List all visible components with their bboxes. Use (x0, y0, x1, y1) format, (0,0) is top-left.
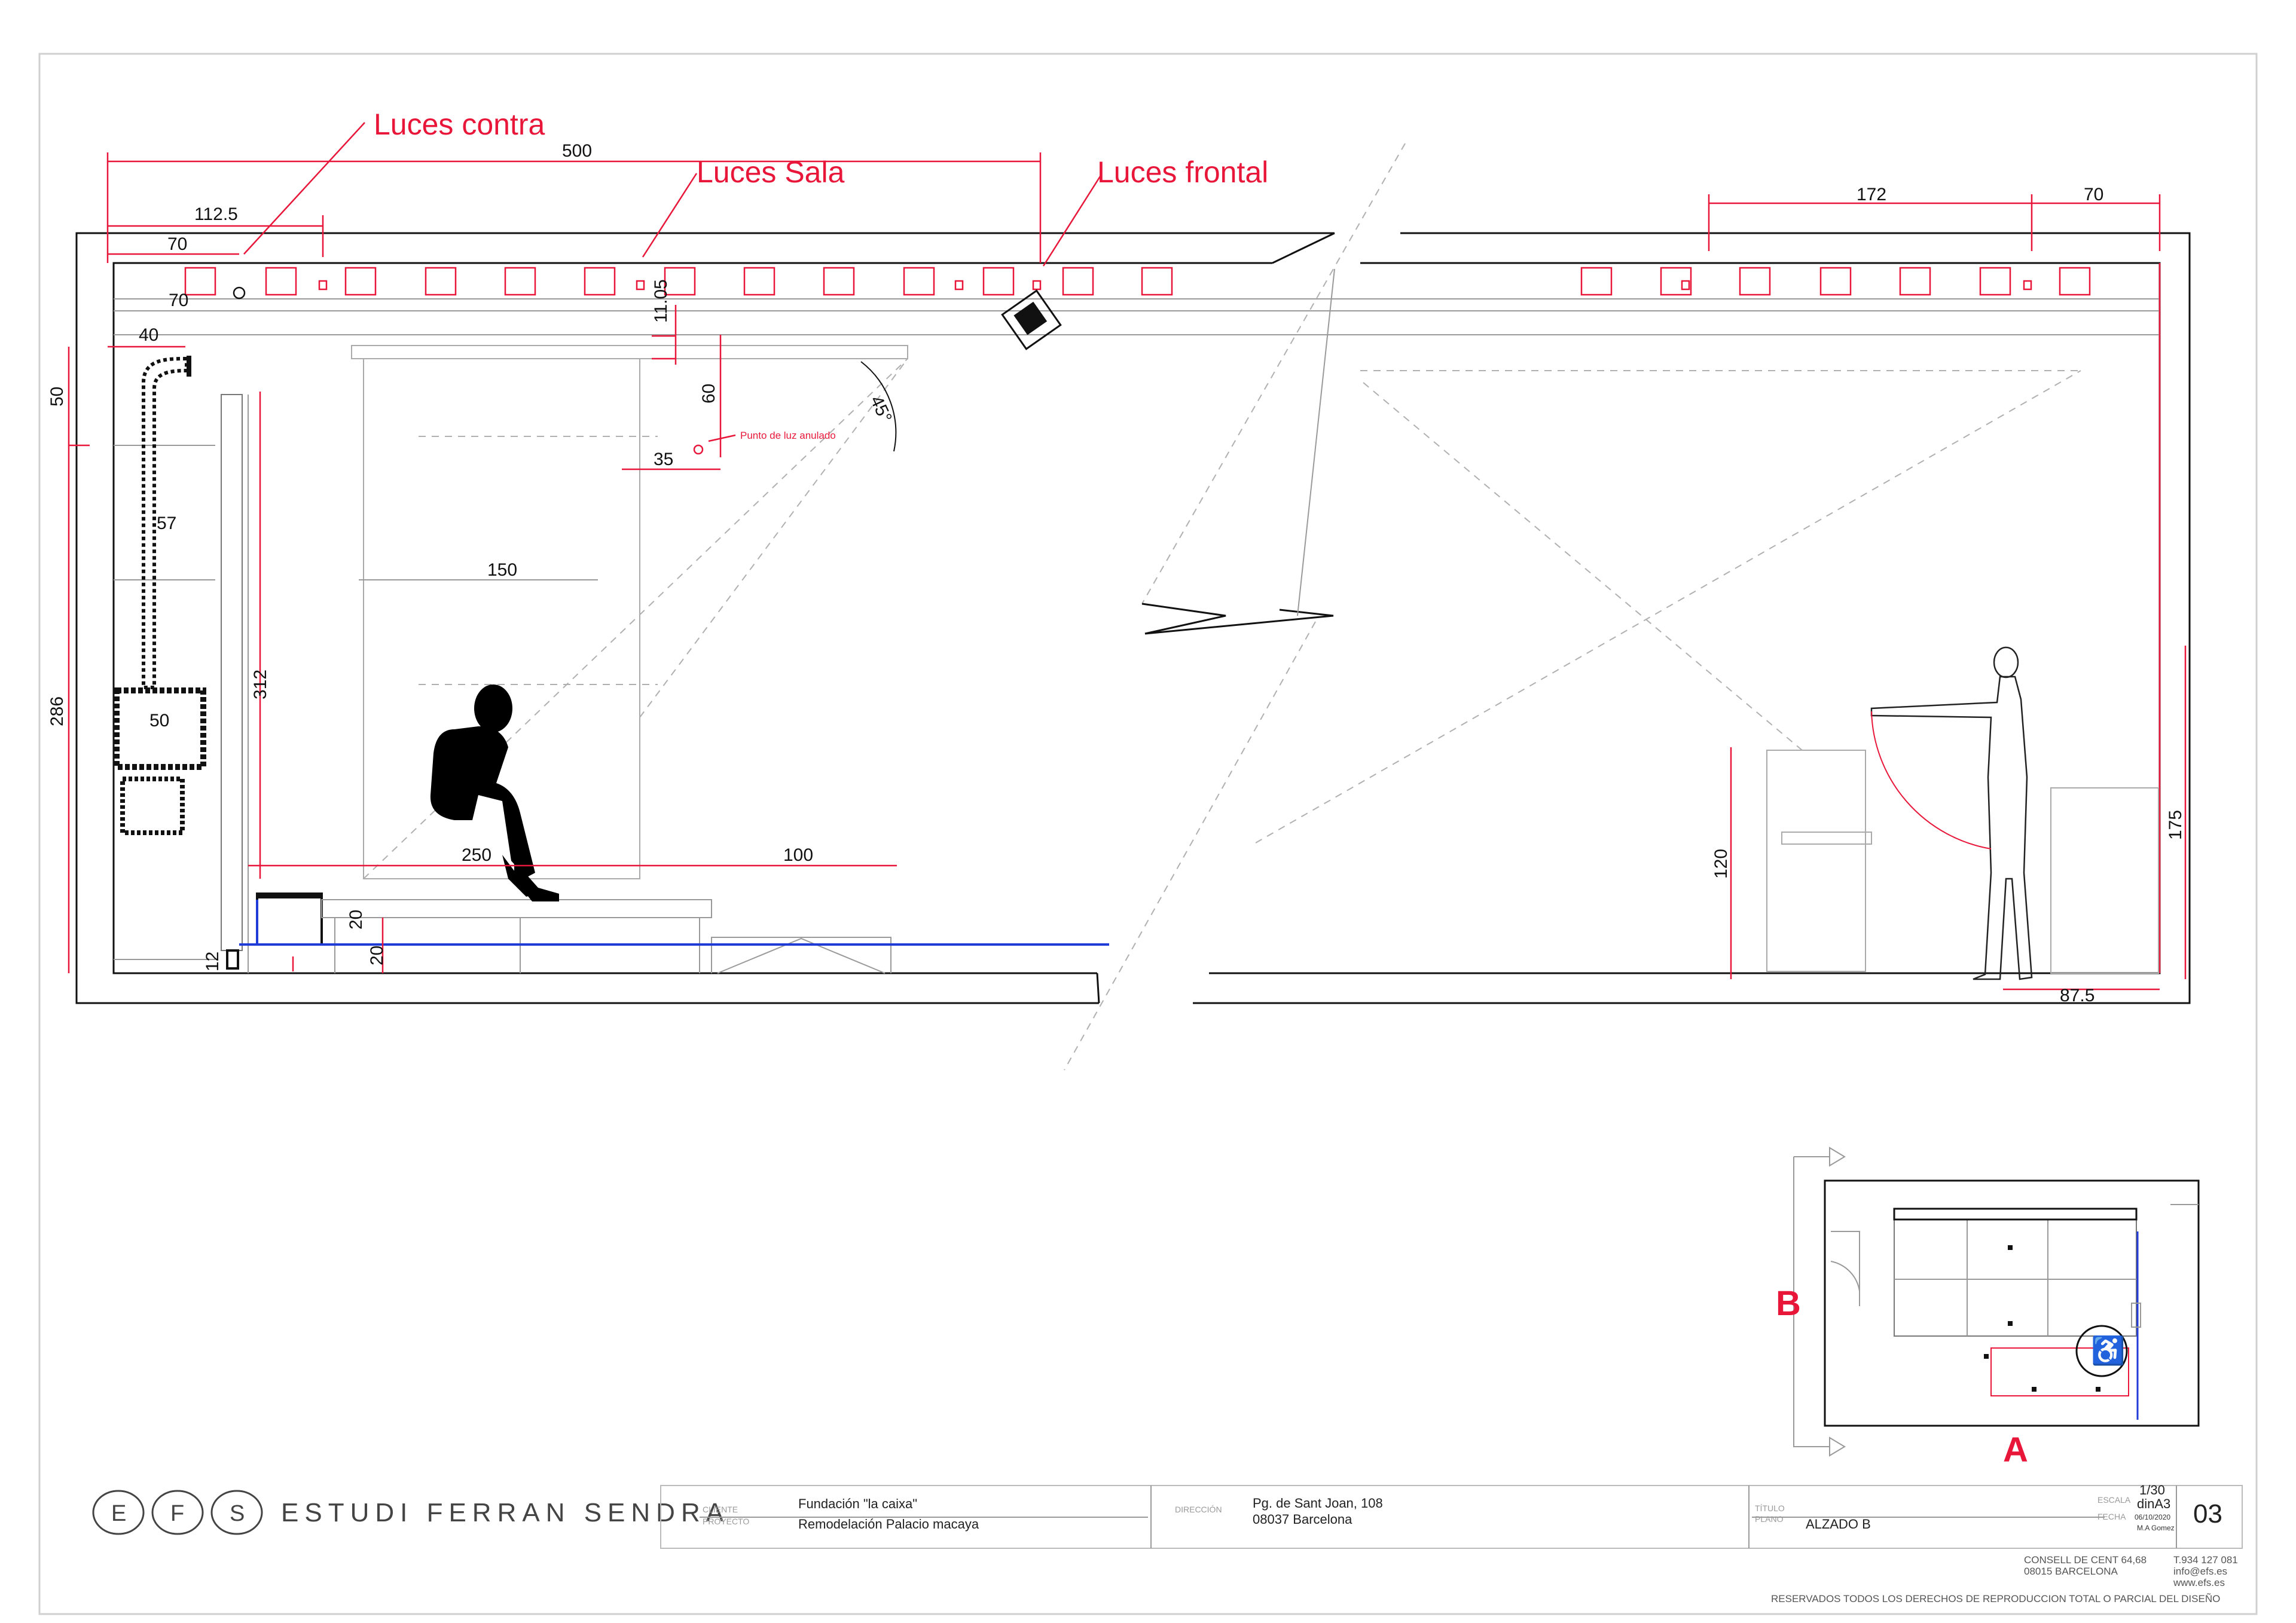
callout-luces-sala: Luces Sala (697, 155, 845, 189)
dim-50-vert: 50 (47, 387, 67, 406)
dim-60: 60 (699, 384, 719, 404)
dim-150: 150 (487, 560, 517, 580)
callout-luces-contra: Luces contra (374, 108, 545, 141)
dim-20-a: 20 (346, 910, 366, 930)
contact-email: info@efs.es (2173, 1566, 2227, 1577)
light-point-marker (693, 444, 704, 455)
tb-direccion-label: DIRECCIÓN (1175, 1505, 1222, 1514)
angle-arc (860, 361, 897, 452)
tb-fecha-label: FECHA (2097, 1512, 2126, 1521)
title-block (660, 1485, 2243, 1549)
keyplan-label-a: A (2003, 1431, 2028, 1469)
key-plan: ♿ (1793, 1147, 2200, 1457)
wheelchair-icon: ♿ (2091, 1335, 2125, 1367)
dim-12: 12 (203, 952, 222, 971)
tb-proyecto-value: Remodelación Palacio macaya (798, 1517, 979, 1532)
contact-web: www.efs.es (2173, 1577, 2225, 1588)
dim-312: 312 (251, 670, 270, 699)
tb-plano-value: ALZADO B (1806, 1517, 1871, 1532)
efs-logo: E F S (92, 1490, 263, 1535)
ceiling-light-recesses-left (184, 267, 1173, 296)
tb-formato-value: dinA3 (2137, 1496, 2170, 1511)
tb-sheet-number: 03 (2193, 1499, 2222, 1529)
dim-70-left: 70 (169, 291, 188, 310)
bench-platform (256, 893, 891, 974)
dim-175: 175 (2166, 810, 2185, 840)
elevation-frame-left (75, 232, 1335, 1004)
rights-notice: RESERVADOS TODOS LOS DERECHOS DE REPRODU… (1771, 1593, 2220, 1604)
spotlight-fixture (233, 286, 1062, 350)
tb-direccion-line1: Pg. de Sant Joan, 108 (1253, 1496, 1383, 1511)
dim-70-right: 70 (2084, 185, 2103, 204)
contact-phone: T.934 127 081 (2173, 1554, 2238, 1566)
logo-letter-s: S (230, 1501, 245, 1526)
seated-person-silhouette (430, 684, 559, 901)
dim-57: 57 (157, 514, 176, 533)
company-name: ESTUDI FERRAN SENDRA (281, 1498, 729, 1527)
contact-address2: 08015 BARCELONA (2024, 1566, 2118, 1577)
dim-100: 100 (783, 845, 813, 865)
standing-figure-outline (1870, 646, 2033, 980)
dim-87-5: 87.5 (2060, 986, 2095, 1005)
dim-11-05: 11.05 (651, 279, 671, 323)
dim-50-box: 50 (149, 711, 169, 730)
dim-286: 286 (47, 696, 67, 726)
leader-lines (243, 122, 1101, 442)
dim-40: 40 (139, 325, 158, 345)
dim-172: 172 (1857, 185, 1886, 204)
elevation-frame-right (1193, 232, 2191, 1004)
tb-plano-label: PLANO (1755, 1514, 1784, 1524)
tb-cliente-value: Fundación "la caixa" (798, 1496, 917, 1511)
ceiling-light-recesses-right (1580, 263, 2161, 973)
right-furniture (1255, 370, 2159, 974)
contact-address1: CONSELL DE CENT 64,68 (2024, 1554, 2147, 1566)
dimension-lines (68, 152, 2187, 991)
tb-fecha-value: 06/10/2020 (2135, 1513, 2170, 1521)
dim-112-5: 112.5 (194, 204, 238, 224)
logo-letter-f: F (170, 1501, 184, 1526)
callout-luces-frontal: Luces frontal (1097, 155, 1268, 189)
ceiling-band (114, 298, 2160, 335)
dim-70-top: 70 (167, 234, 187, 254)
tb-titulo-label: TÍTULO (1755, 1503, 1785, 1513)
dim-20-b: 20 (367, 946, 387, 965)
dim-120: 120 (1711, 849, 1731, 879)
tb-proyecto-label: PROYECTO (703, 1517, 749, 1526)
tb-cliente-label: CLIENTE (703, 1505, 738, 1514)
keyplan-label-b: B (1776, 1284, 1801, 1323)
callout-punto-luz: Punto de luz anulado (740, 430, 836, 441)
dim-45-deg: 45° (866, 393, 896, 426)
tb-autor-value: M.A Gomez (2137, 1524, 2175, 1532)
dim-250: 250 (462, 845, 491, 865)
left-wall-unit (114, 356, 249, 973)
tb-direccion-line2: 08037 Barcelona (1253, 1512, 1352, 1527)
break-line (1064, 143, 1406, 1071)
logo-letter-e: E (111, 1501, 126, 1526)
dim-500: 500 (562, 141, 592, 161)
sheet-border (38, 53, 2258, 1615)
tb-escala-value: 1/30 (2139, 1483, 2165, 1497)
dim-35: 35 (654, 450, 673, 469)
tb-escala-label: ESCALA (2097, 1495, 2131, 1505)
